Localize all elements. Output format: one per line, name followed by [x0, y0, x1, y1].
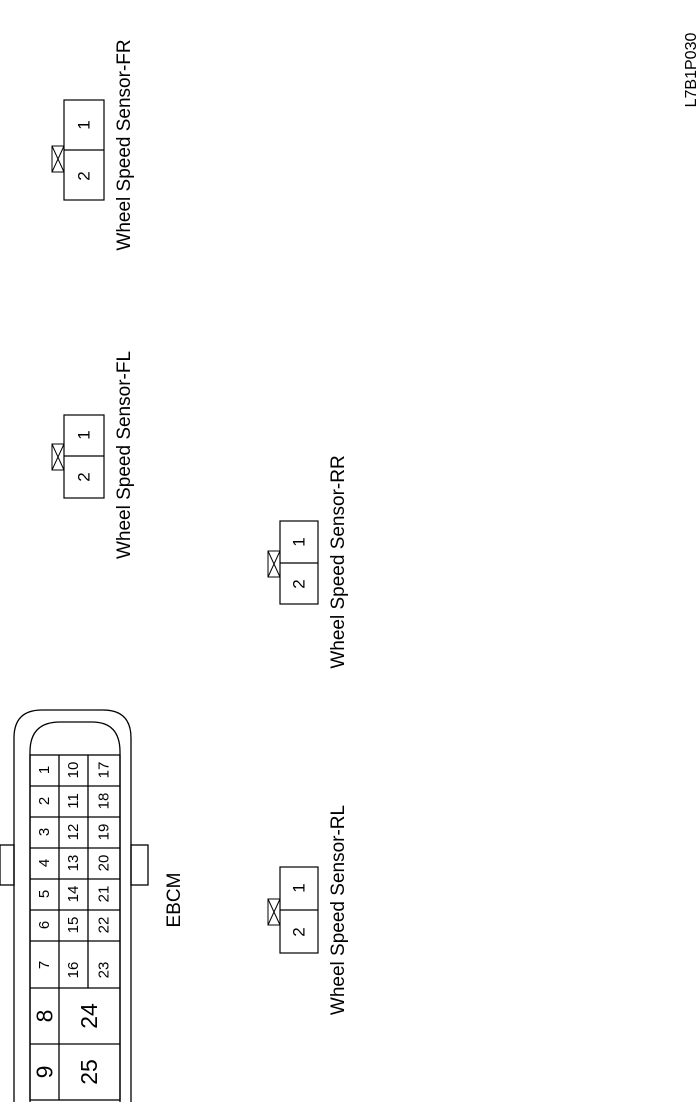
ebcm-pin-2: 2: [36, 797, 53, 805]
ebcm-pin-9: 9: [32, 1066, 58, 1079]
ebcm-pin-23: 23: [96, 962, 113, 979]
ebcm-connector: [0, 709, 149, 1102]
sensor-fl-label: Wheel Speed Sensor-FL: [114, 351, 135, 559]
ebcm-pin-4: 4: [36, 859, 53, 867]
sensor-fr-pin-2: 2: [75, 171, 94, 180]
ebcm-pin-3: 3: [36, 828, 53, 836]
sensor-rl-connector: 1 2: [267, 866, 319, 954]
latch-icon: [267, 550, 281, 578]
sensor-rl-pin-2: 2: [290, 927, 309, 936]
ebcm-pin-1: 1: [36, 766, 53, 774]
sensor-fr-label: Wheel Speed Sensor-FR: [114, 39, 135, 250]
ebcm-pin-5: 5: [36, 890, 53, 898]
ebcm-pin-12: 12: [65, 824, 82, 841]
ebcm-pin-13: 13: [65, 855, 82, 872]
diagram-code: L7B1P030: [683, 33, 700, 108]
ebcm-pin-24: 24: [76, 1003, 102, 1029]
sensor-fl-pin-1: 1: [75, 430, 94, 439]
sensor-fl-connector: 1 2: [51, 414, 105, 499]
ebcm-pin-20: 20: [96, 855, 113, 872]
ebcm-pin-19: 19: [96, 824, 113, 841]
ebcm-pin-10: 10: [65, 762, 82, 779]
sensor-fr-pin-1: 1: [75, 120, 94, 129]
ebcm-pin-14: 14: [65, 886, 82, 903]
sensor-rr-pin-2: 2: [290, 579, 309, 588]
sensor-rr-connector: 1 2: [267, 520, 319, 605]
sensor-fr-connector: 1 2: [51, 99, 105, 201]
ebcm-pin-15: 15: [65, 917, 82, 934]
sensor-fl-pin-2: 2: [75, 472, 94, 481]
sensor-rr-label: Wheel Speed Sensor-RR: [328, 455, 349, 668]
latch-icon: [51, 443, 65, 471]
ebcm-pin-8: 8: [32, 1010, 58, 1023]
sensor-rl-label: Wheel Speed Sensor-RL: [328, 805, 349, 1015]
ebcm-pin-7: 7: [36, 961, 53, 969]
latch-icon: [267, 898, 281, 926]
ebcm-pin-22: 22: [96, 917, 113, 934]
ebcm-pin-17: 17: [96, 762, 113, 779]
ebcm-pin-6: 6: [36, 921, 53, 929]
ebcm-pin-11: 11: [65, 793, 82, 809]
sensor-rr-pin-1: 1: [290, 537, 309, 546]
ebcm-pin-18: 18: [96, 793, 113, 810]
ebcm-label: EBCM: [164, 873, 185, 928]
ebcm-pin-16: 16: [65, 962, 82, 979]
ebcm-pin-21: 21: [96, 886, 113, 903]
latch-icon: [51, 145, 65, 173]
sensor-rl-pin-1: 1: [290, 883, 309, 892]
ebcm-pin-25: 25: [76, 1059, 102, 1085]
